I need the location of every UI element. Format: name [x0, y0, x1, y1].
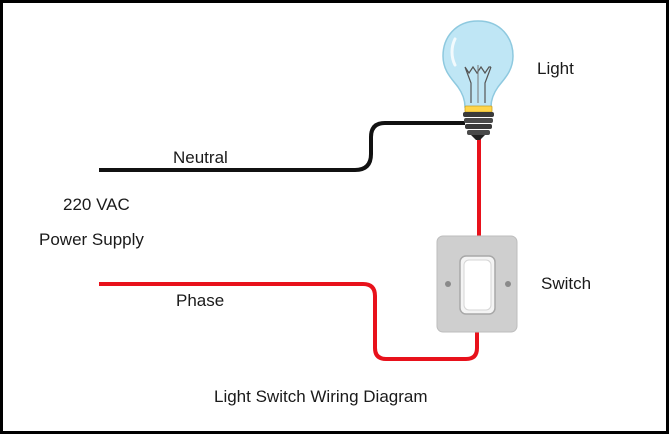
wall-switch-icon	[436, 235, 518, 333]
phase-label: Phase	[176, 291, 225, 310]
neutral-wire	[99, 121, 465, 172]
switch-label: Switch	[541, 274, 592, 293]
diagram-caption: Light Switch Wiring Diagram	[214, 387, 428, 406]
light-bulb-icon	[442, 20, 514, 140]
phase-wire-supply	[99, 282, 479, 361]
power-supply-label: Power Supply	[39, 230, 144, 249]
supply-voltage-label: 220 VAC	[63, 195, 130, 214]
wiring-diagram	[99, 20, 518, 361]
neutral-label: Neutral	[173, 148, 228, 167]
light-label: Light	[537, 59, 574, 78]
